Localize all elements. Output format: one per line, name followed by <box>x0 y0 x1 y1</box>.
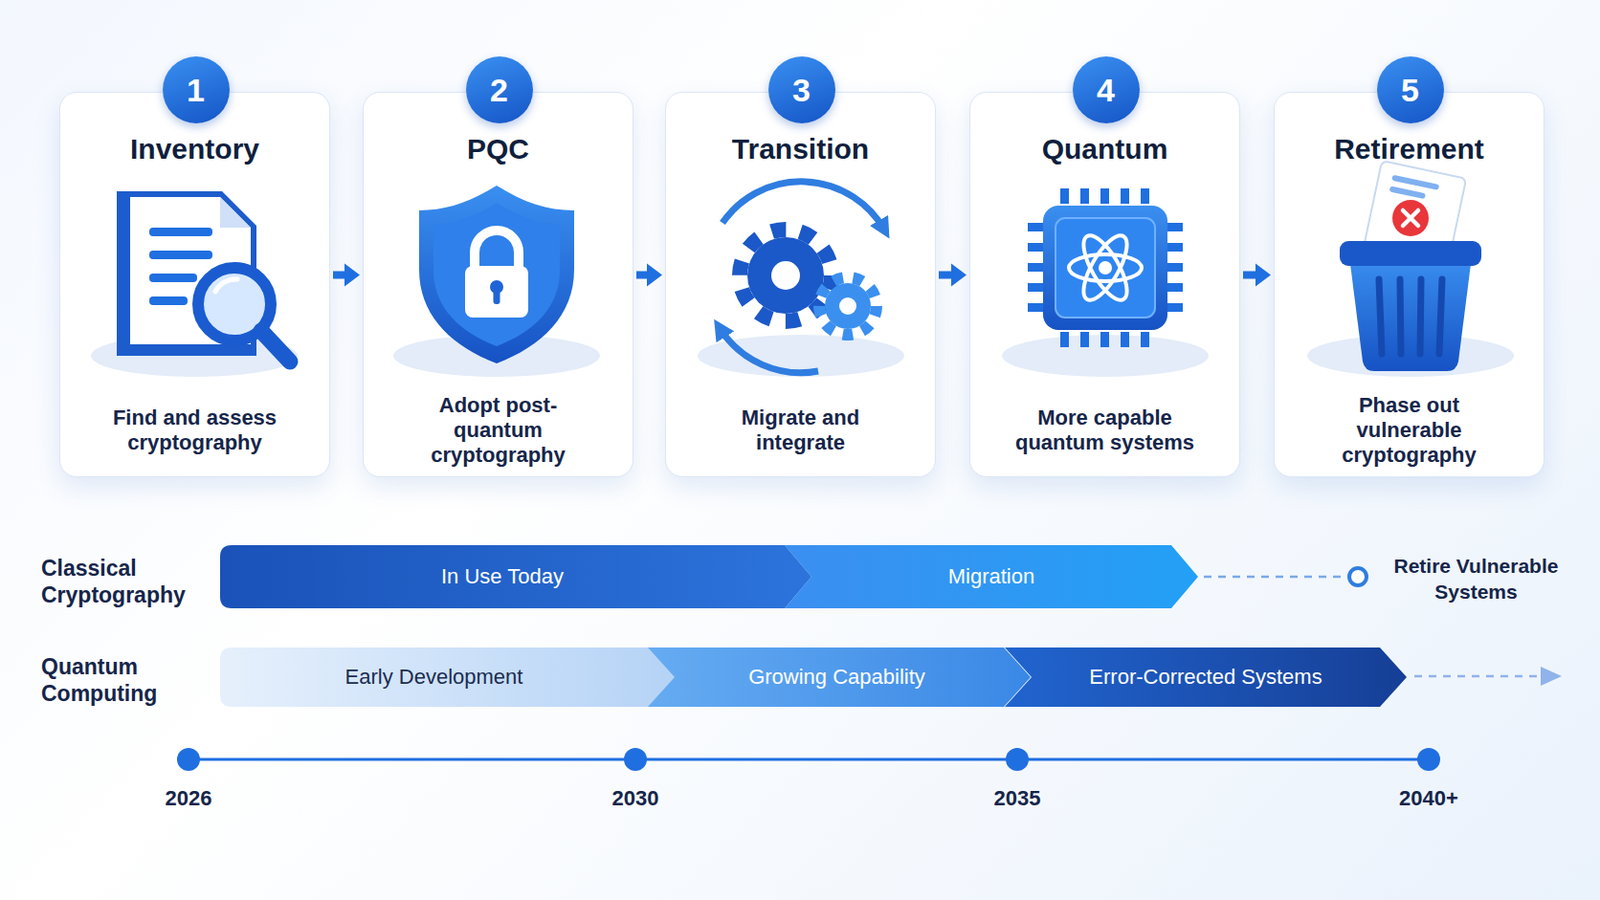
step-number-circle: 4 <box>1072 56 1140 124</box>
step-number: 2 <box>489 73 509 107</box>
step-arrow <box>636 264 663 288</box>
arrow-head <box>951 264 967 288</box>
band-text-area: Migration <box>784 545 1199 609</box>
step-title: Quantum <box>970 131 1240 168</box>
step-description: More capable quantum systems <box>1004 405 1206 456</box>
row-label: Classical Cryptography <box>41 555 214 609</box>
step-description: Adopt post-quantum cryptography <box>412 393 585 468</box>
timeline-axis <box>1417 748 1441 772</box>
arrow-stem <box>1243 271 1258 280</box>
step-title: Retirement <box>1274 131 1544 168</box>
retire-marker <box>1203 576 1346 579</box>
band-text-area: Early Development <box>220 647 675 708</box>
step-card: RetirementPhase out vulnerable cryptogra… <box>1273 91 1545 478</box>
step-title: Inventory <box>60 131 330 168</box>
band-text-area: Growing Capability <box>643 647 1031 708</box>
step-number-circle: 1 <box>162 56 230 124</box>
step-arrow <box>1243 264 1271 288</box>
band-label: In Use Today <box>441 564 564 590</box>
band-fill <box>643 647 1031 708</box>
description-area: Phase out vulnerable cryptography <box>1274 384 1544 476</box>
continuation-arrow <box>1540 666 1562 687</box>
continuation-arrow <box>1414 675 1539 679</box>
step-number: 4 <box>1096 73 1115 107</box>
timeline-band: Migration <box>784 545 1199 609</box>
row-label: Quantum Computing <box>41 653 214 708</box>
description-area: Migrate and integrate <box>666 384 935 476</box>
step-number: 5 <box>1400 73 1420 107</box>
step-title: Transition <box>666 131 935 168</box>
year-label: 2035 <box>969 786 1066 812</box>
step-card: QuantumMore capable quantum systems4 <box>969 91 1241 478</box>
step-number-circle: 5 <box>1377 56 1445 124</box>
band-label: Migration <box>948 564 1035 590</box>
step-card: TransitionMigrate and integrate3 <box>665 91 936 478</box>
description-area: Adopt post-quantum cryptography <box>363 384 633 476</box>
timeline-band: Early Development <box>220 647 675 708</box>
milestone-label: Retire Vulnerable Systems <box>1368 553 1584 605</box>
band-label: Early Development <box>345 665 524 690</box>
timeline-band: Error-Corrected Systems <box>1004 647 1407 708</box>
arrow-stem <box>333 271 347 280</box>
band-fill <box>1004 647 1407 708</box>
step-arrow <box>333 264 360 288</box>
arrow-stem <box>938 271 954 280</box>
timeline-band: Growing Capability <box>643 647 1031 708</box>
band-label: Error-Corrected Systems <box>1088 665 1322 690</box>
timeline-axis <box>623 748 647 772</box>
step-description: Migrate and integrate <box>705 405 897 456</box>
continuation-arrow <box>1414 666 1562 687</box>
step-arrow <box>938 264 967 288</box>
step-number: 3 <box>792 73 811 107</box>
timeline-axis <box>1005 748 1029 772</box>
description-area: More capable quantum systems <box>970 384 1240 476</box>
step-card: InventoryFind and assess cryptography1 <box>59 91 331 478</box>
band-fill <box>220 647 675 708</box>
timeline-band: In Use Today <box>220 545 812 609</box>
step-number-circle: 2 <box>466 56 534 124</box>
step-title: PQC <box>363 131 633 168</box>
band-fill <box>220 545 812 609</box>
arrow-head <box>1255 264 1271 288</box>
step-description: Phase out vulnerable cryptography <box>1328 393 1491 468</box>
timeline-axis <box>188 758 1429 762</box>
timeline-axis <box>177 748 200 772</box>
arrow-stem <box>636 271 649 280</box>
retire-marker <box>1203 568 1367 586</box>
band-fill <box>784 545 1199 609</box>
band-text-area: Error-Corrected Systems <box>1004 647 1407 708</box>
retire-marker <box>1349 568 1367 586</box>
year-label: 2040+ <box>1380 786 1477 812</box>
arrow-head <box>646 264 663 288</box>
arrow-head <box>344 264 360 288</box>
year-label: 2030 <box>587 786 684 812</box>
step-description: Find and assess cryptography <box>94 405 296 456</box>
step-number-circle: 3 <box>768 56 836 124</box>
step-number: 1 <box>186 73 205 107</box>
step-card: PQCAdopt post-quantum cryptography2 <box>362 91 634 478</box>
description-area: Find and assess cryptography <box>60 384 330 476</box>
band-label: Growing Capability <box>748 665 926 690</box>
year-label: 2026 <box>140 786 237 812</box>
band-text-area: In Use Today <box>220 545 812 609</box>
timeline-axis <box>177 748 1441 772</box>
